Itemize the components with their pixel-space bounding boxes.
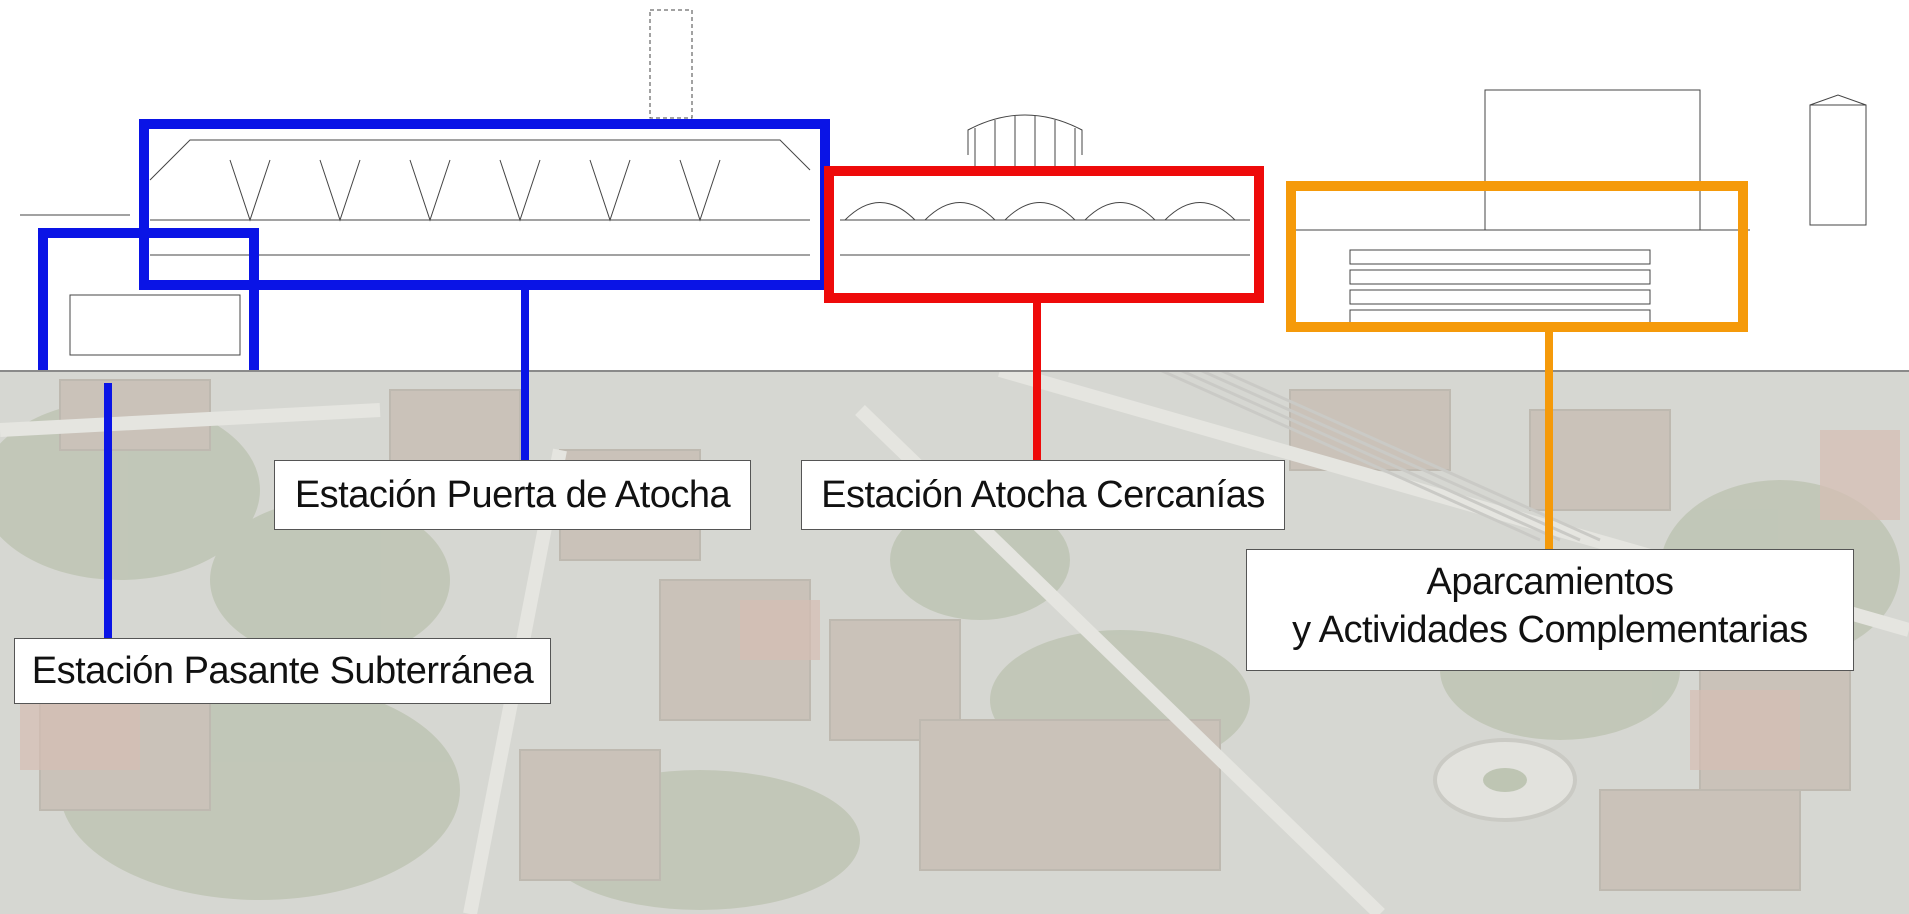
region-box-aparcamientos [1286,181,1748,332]
cross-section-drawing [20,9,1867,370]
label-aparcamientos-line2: y Actividades Complementarias [1292,609,1808,651]
region-box-atocha-cercanias [824,166,1264,303]
station-cross-section [0,0,1909,372]
label-aparcamientos-line1: Aparcamientos [1426,561,1674,603]
region-box-pasante-subterranea [38,228,259,370]
label-atocha-cercanias: Estación Atocha Cercanías [801,460,1285,530]
label-puerta-atocha: Estación Puerta de Atocha [274,460,751,530]
label-pasante-subterranea: Estación Pasante Subterránea [14,638,551,704]
label-aparcamientos: Aparcamientos y Actividades Complementar… [1246,549,1854,671]
